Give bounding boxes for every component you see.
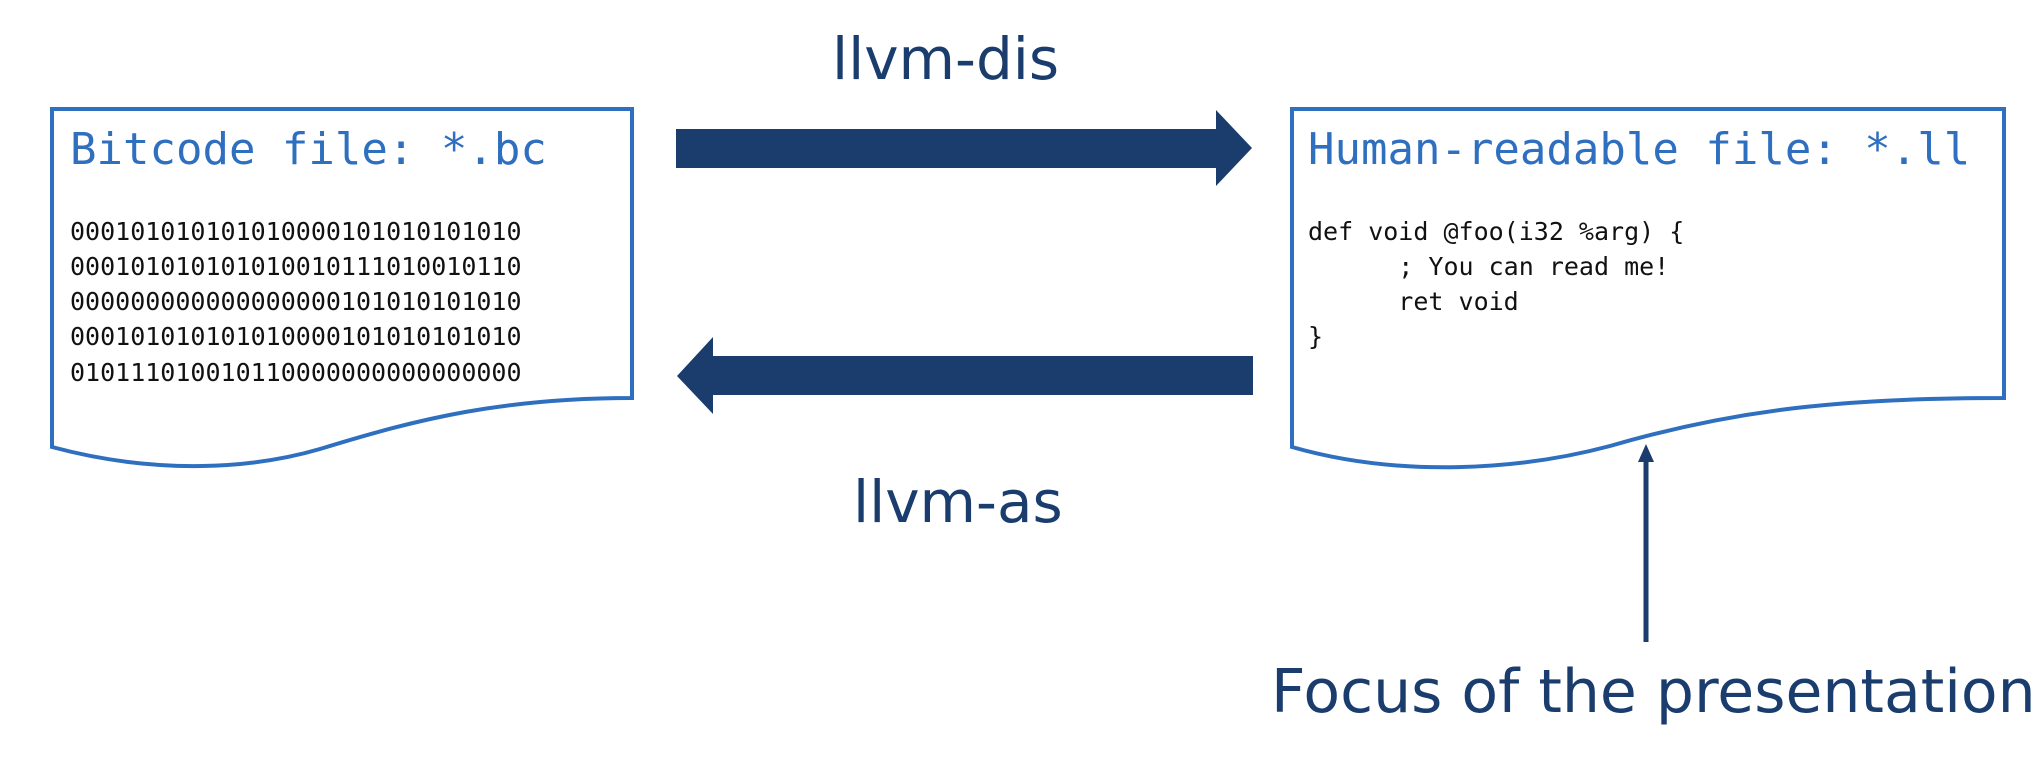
code-line: def void @foo(i32 %arg) { <box>1308 217 1685 246</box>
focus-label: Focus of the presentation <box>1271 657 2036 727</box>
llvm-dis-label: llvm-dis <box>832 25 1060 93</box>
bitcode-line: 000101010101010000101010101010 <box>70 322 522 351</box>
readable-file-shape <box>1290 107 2006 470</box>
up-arrow-icon <box>1638 444 1654 462</box>
bitcode-file-title: Bitcode file: *.bc <box>70 124 547 175</box>
llvm-as-label: llvm-as <box>853 468 1063 536</box>
readable-file-title: Human-readable file: *.ll <box>1308 124 1971 175</box>
code-line: } <box>1308 322 1324 351</box>
bitcode-line: 010111010010110000000000000000 <box>70 358 522 387</box>
bitcode-line: 000000000000000000101010101010 <box>70 287 522 316</box>
left-arrow-icon <box>677 337 1253 414</box>
code-line: ret void <box>1308 287 1519 316</box>
bitcode-line: 000101010101010010111010010110 <box>70 252 522 281</box>
code-line: ; You can read me! <box>1308 252 1670 281</box>
right-arrow-icon <box>676 110 1252 186</box>
bitcode-line: 000101010101010000101010101010 <box>70 217 522 246</box>
bitcode-file-shape <box>50 107 634 469</box>
